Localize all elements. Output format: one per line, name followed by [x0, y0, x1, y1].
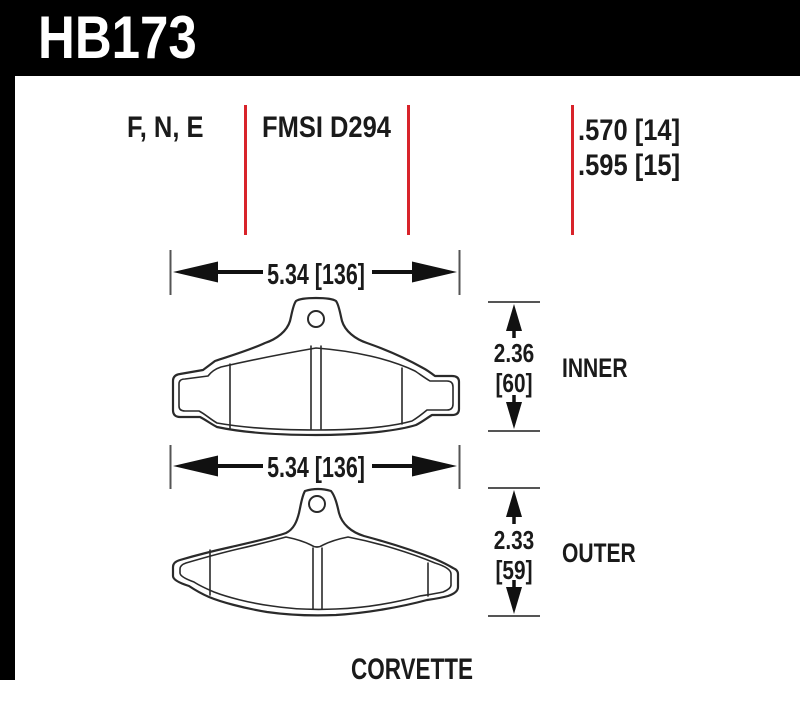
pad-thickness-line2: .595 [15]: [578, 149, 681, 182]
vehicle-name: CORVETTE: [350, 653, 474, 686]
outer-width-dimension-arrow: [169, 445, 461, 489]
outer-height-dimension-arrow: [488, 487, 540, 617]
inner-height-dimension-arrow: [488, 301, 540, 432]
pad-thickness-line1: .570 [14]: [578, 114, 681, 147]
outer-width-value: 5.34 [136]: [267, 452, 365, 484]
inner-height-mm: [60]: [495, 368, 533, 398]
left-border-strip: [0, 76, 15, 680]
compound-codes: F, N, E: [127, 111, 204, 144]
outer-label: OUTER: [562, 538, 636, 568]
divider-line-1: [244, 105, 247, 235]
part-number: HB173: [38, 4, 197, 71]
inner-pad-drawing: [171, 296, 461, 437]
divider-line-2: [407, 105, 410, 235]
outer-height-mm: [59]: [495, 555, 533, 585]
header-bar: HB173: [0, 0, 800, 76]
inner-width-value: 5.34 [136]: [267, 259, 365, 291]
outer-height-inches: 2.33: [493, 525, 535, 555]
divider-line-3: [571, 105, 574, 235]
inner-width-dimension-arrow: [169, 250, 461, 295]
inner-label: INNER: [562, 353, 628, 383]
outer-pad-drawing: [171, 487, 460, 617]
inner-height-inches: 2.36: [493, 338, 535, 368]
fmsi-number: FMSI D294: [262, 111, 391, 144]
